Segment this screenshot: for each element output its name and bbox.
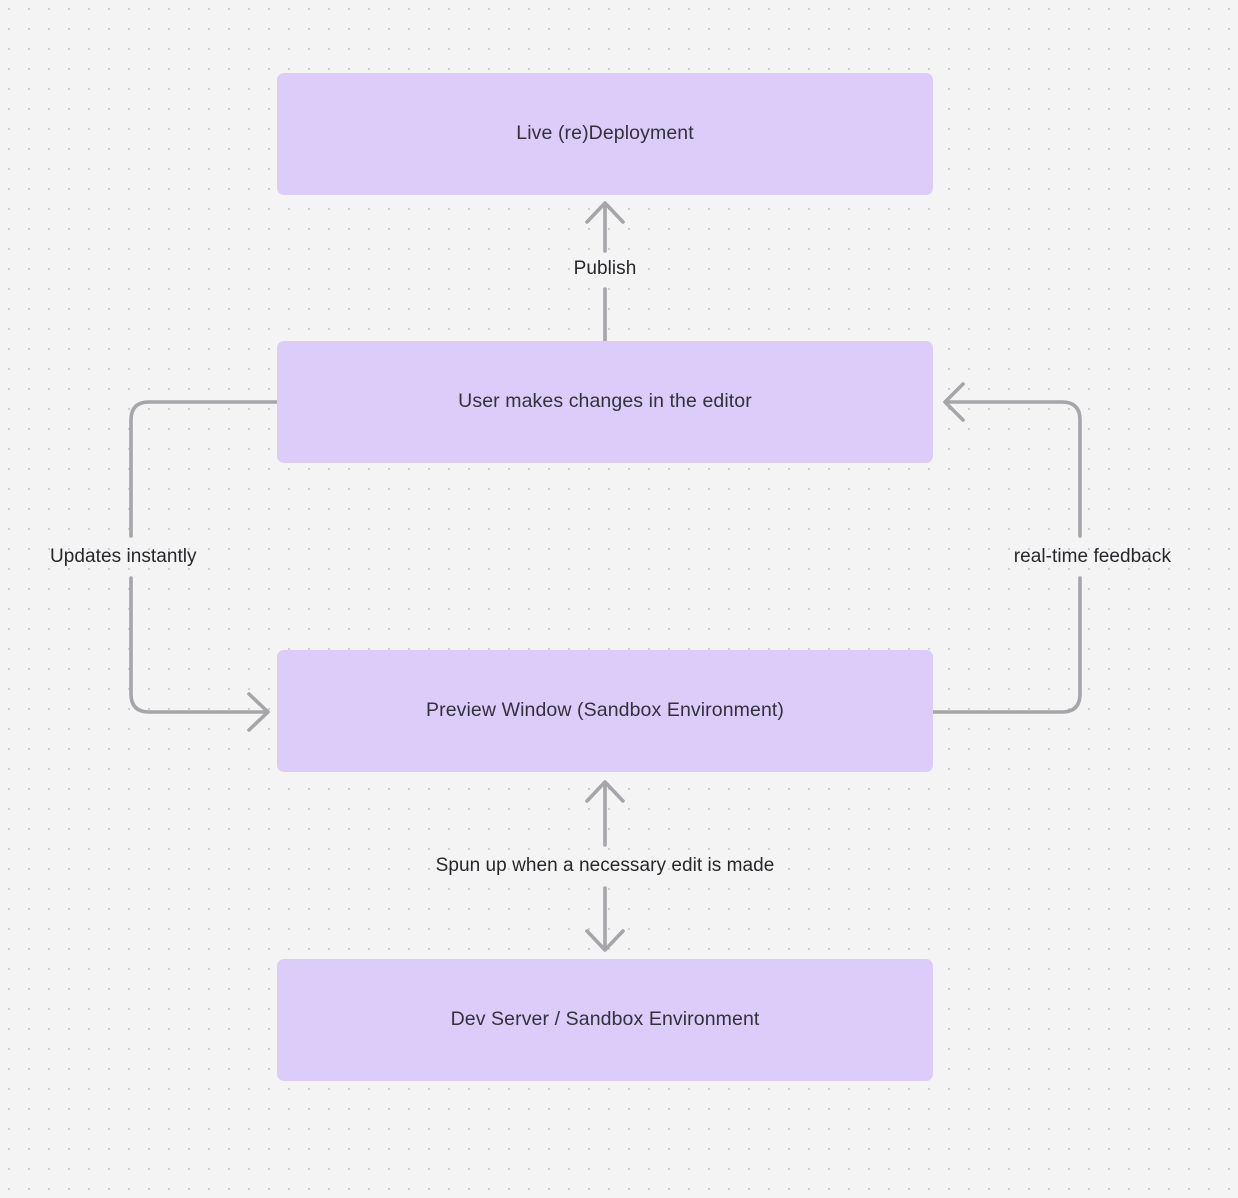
edge-real-time-feedback-line-upper [946, 400, 1082, 538]
node-dev-server-label: Dev Server / Sandbox Environment [450, 1008, 760, 1031]
edge-publish-arrowhead-icon [585, 201, 625, 224]
edge-updates-instantly-line-lower [129, 576, 267, 714]
edge-label-publish: Publish [573, 258, 637, 280]
edge-updates-instantly-arrowhead-icon [247, 692, 270, 732]
edge-label-spun-up: Spun up when a necessary edit is made [435, 855, 775, 877]
node-live-deployment[interactable]: Live (re)Deployment [277, 73, 933, 195]
node-dev-server[interactable]: Dev Server / Sandbox Environment [277, 959, 933, 1081]
node-preview-window-label: Preview Window (Sandbox Environment) [426, 699, 784, 722]
node-user-edits-label: User makes changes in the editor [458, 390, 752, 413]
edge-label-real-time-feedback: real-time feedback [1013, 546, 1171, 568]
edge-real-time-feedback-arrowhead-icon [943, 382, 965, 422]
edge-spun-up-arrowhead-down-icon [585, 929, 625, 952]
edge-updates-instantly-line-upper [129, 400, 279, 538]
edge-spun-up-arrowhead-up-icon [585, 780, 625, 803]
node-user-edits[interactable]: User makes changes in the editor [277, 341, 933, 463]
node-preview-window[interactable]: Preview Window (Sandbox Environment) [277, 650, 933, 772]
node-live-deployment-label: Live (re)Deployment [516, 122, 694, 145]
edge-label-updates-instantly: Updates instantly [50, 546, 197, 568]
edge-real-time-feedback-line-lower [931, 576, 1082, 714]
